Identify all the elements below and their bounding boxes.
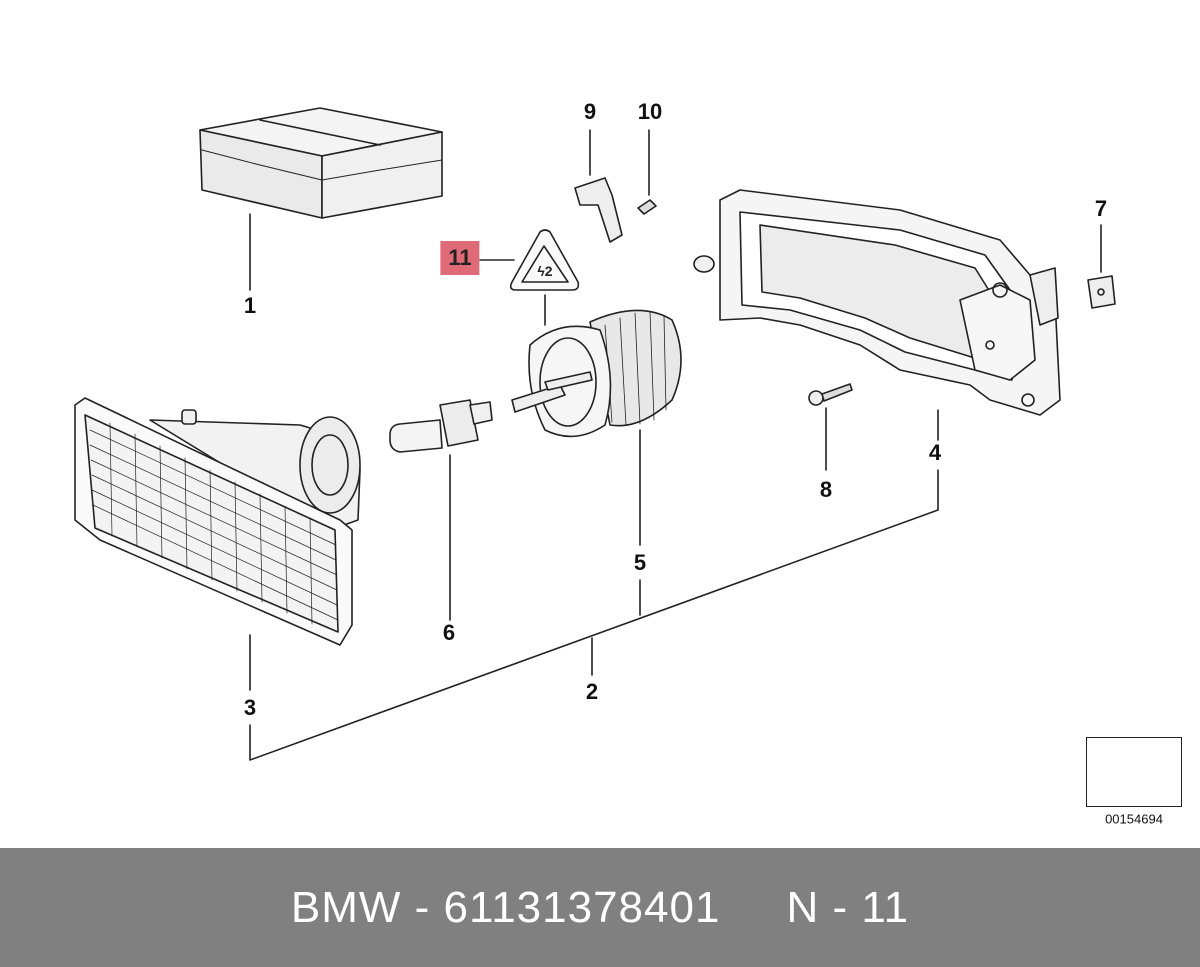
part-6-bulb-drawing xyxy=(389,399,493,621)
label-part-7[interactable]: 7 xyxy=(1094,196,1108,221)
label-part-11-highlighted[interactable]: 11 xyxy=(440,241,480,275)
part-9-clip-drawing xyxy=(574,129,623,243)
label-part-4[interactable]: 4 xyxy=(928,440,942,465)
part-3-lamp-drawing xyxy=(74,397,361,691)
label-part-5[interactable]: 5 xyxy=(633,550,647,575)
part-number-caption: BMW - 61131378401 N - 11 xyxy=(290,882,910,932)
label-part-2[interactable]: 2 xyxy=(585,679,599,704)
part-1-box-drawing xyxy=(199,107,443,291)
label-part-1[interactable]: 1 xyxy=(243,293,257,318)
part-7-clip-nut-drawing xyxy=(1087,224,1116,309)
label-part-10[interactable]: 10 xyxy=(637,99,663,124)
assembly-connection-lines xyxy=(249,509,939,761)
diagram-reference-number: 00154694 xyxy=(1105,811,1163,827)
part-4-bracket-drawing xyxy=(693,189,1061,511)
exploded-parts-diagram: ϟ2 xyxy=(74,107,1177,801)
label-part-3[interactable]: 3 xyxy=(243,695,257,720)
svg-text:ϟ2: ϟ2 xyxy=(537,263,552,279)
reference-pictogram-box xyxy=(1086,737,1182,807)
label-part-8[interactable]: 8 xyxy=(819,477,833,502)
part-11-warning-label-drawing: ϟ2 xyxy=(479,229,580,326)
part-5-socket-drawing xyxy=(511,309,682,616)
footer-bar: BMW - 61131378401 N - 11 xyxy=(0,848,1200,967)
label-part-6[interactable]: 6 xyxy=(442,620,456,645)
part-10-screw-drawing xyxy=(637,129,657,215)
label-part-9[interactable]: 9 xyxy=(583,99,597,124)
part-8-screw-drawing xyxy=(808,383,853,471)
